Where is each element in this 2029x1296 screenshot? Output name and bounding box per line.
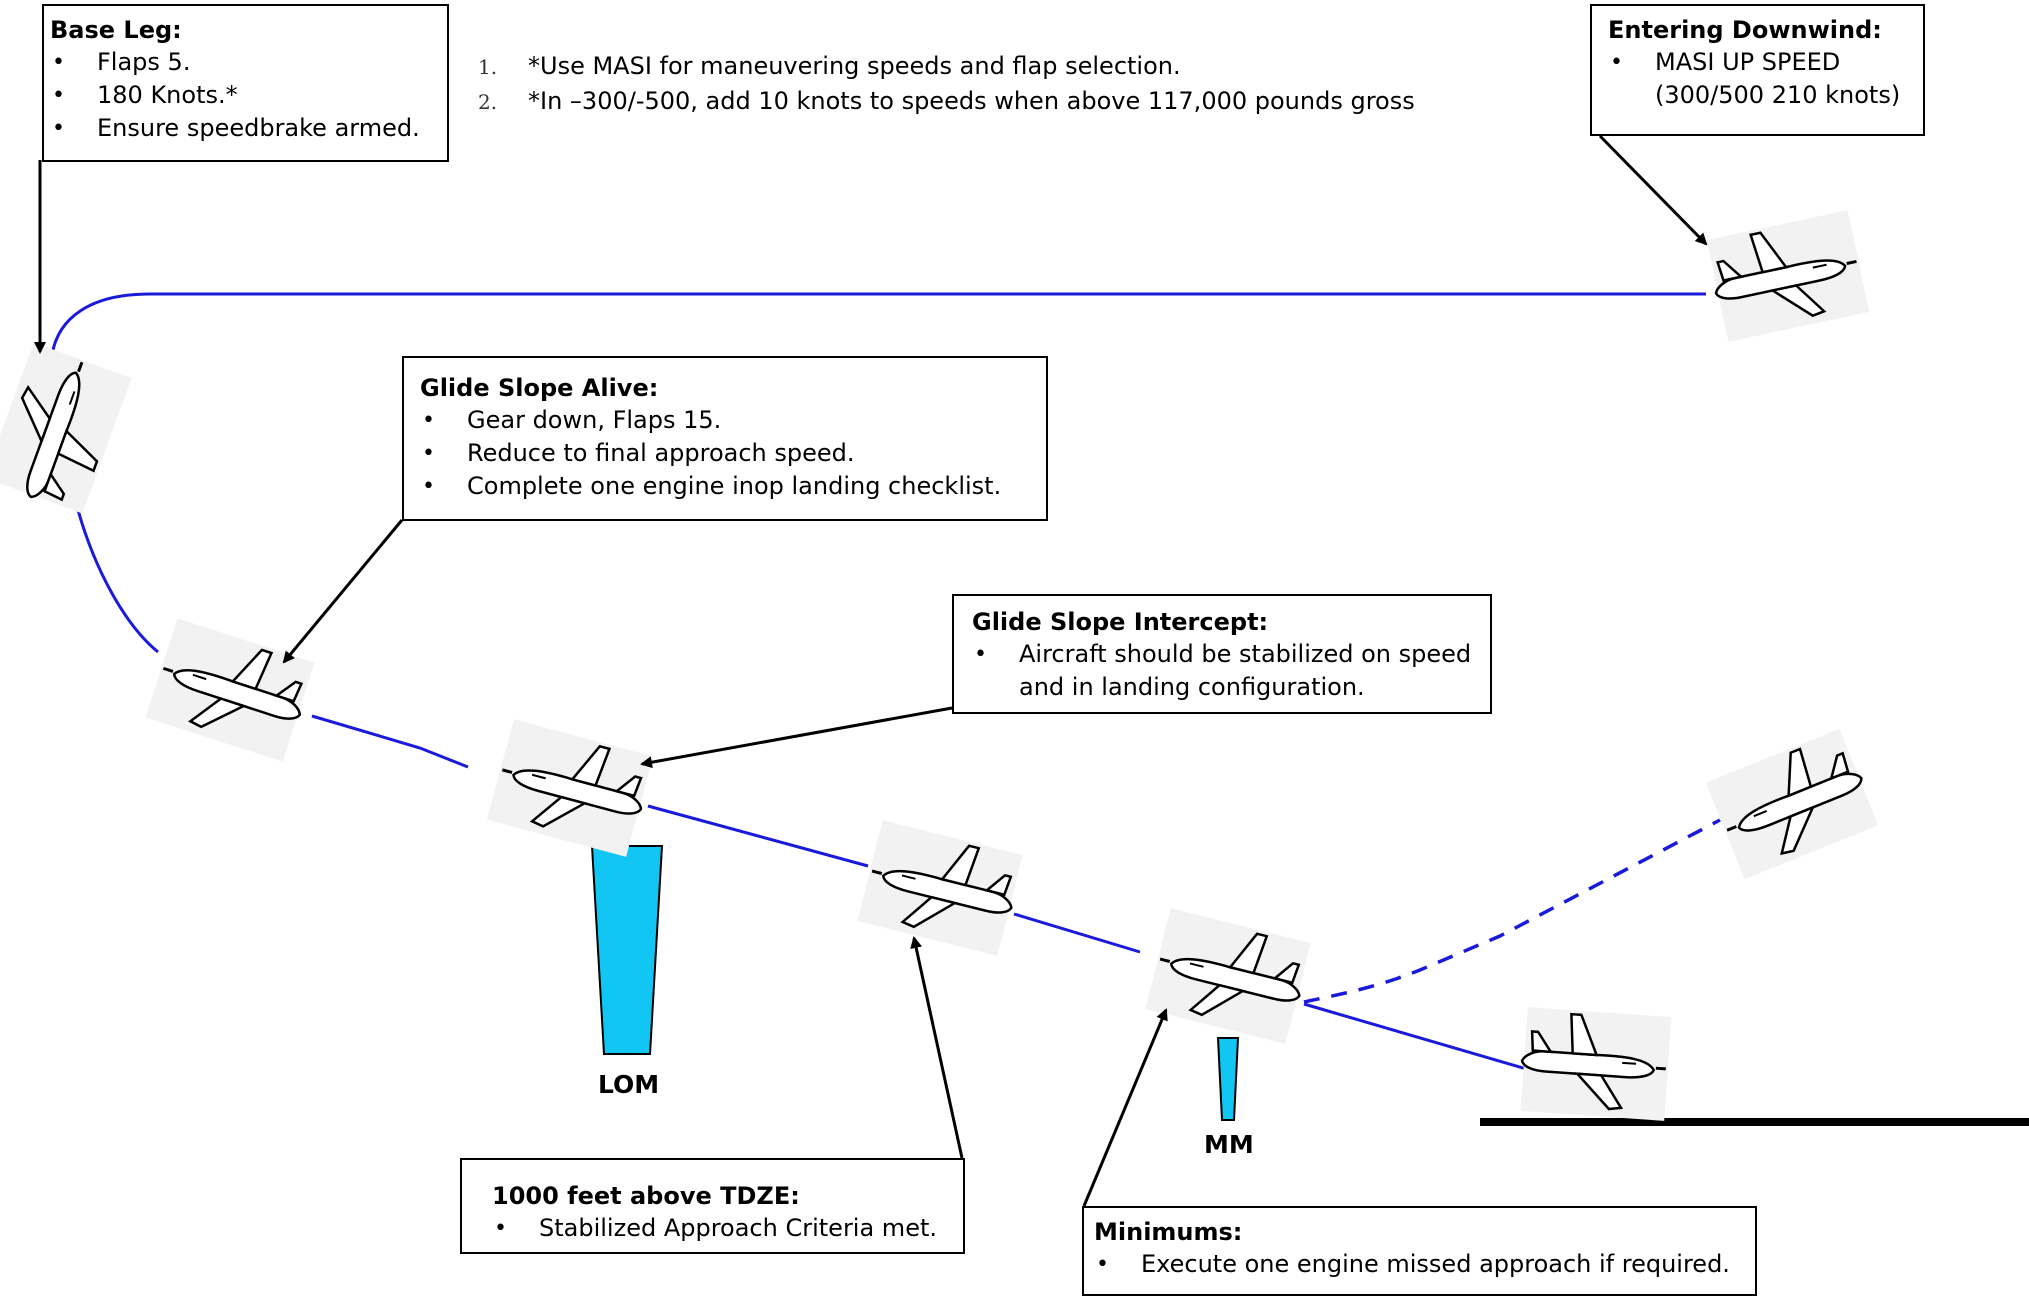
aircraft-downwind <box>1703 208 1871 344</box>
mm-marker <box>1216 1037 1240 1121</box>
aircraft-1000-feet <box>856 818 1026 958</box>
aircraft-glide-slope-intercept <box>485 717 657 859</box>
box-item: Aircraft should be stabilized on speed <box>972 638 1490 671</box>
box-item: Gear down, Flaps 15. <box>420 404 1046 437</box>
lom-marker <box>590 845 664 1055</box>
box-item: Reduce to final approach speed. <box>420 437 1046 470</box>
arrow-glide-slope-alive <box>282 519 404 664</box>
note-text: *In –300/-500, add 10 knots to speeds wh… <box>528 87 1415 115</box>
downwind-path <box>50 292 1706 356</box>
final-path-4 <box>1303 1002 1531 1072</box>
minimums-box: Minimums: Execute one engine missed appr… <box>1082 1206 1757 1296</box>
final-path-2 <box>647 804 869 868</box>
final-path-1 <box>311 714 469 769</box>
base-turn-path <box>76 509 159 654</box>
box-title: Glide Slope Intercept: <box>972 608 1269 636</box>
box-title: Minimums: <box>1094 1218 1243 1246</box>
base-leg-box: Base Leg: Flaps 5. 180 Knots.* Ensure sp… <box>42 4 449 162</box>
aircraft-glide-slope-alive <box>143 616 318 764</box>
arrow-entering-downwind <box>1598 134 1708 246</box>
box-item: Complete one engine inop landing checkli… <box>420 470 1046 503</box>
aircraft-landing <box>1517 1005 1673 1123</box>
box-item: Stabilized Approach Criteria met. <box>492 1212 963 1245</box>
box-item-continued: and in landing configuration. <box>1019 673 1365 701</box>
aircraft-minimums <box>1144 906 1314 1046</box>
notes-list: 1. *Use MASI for maneuvering speeds and f… <box>478 49 1415 119</box>
box-title: Entering Downwind: <box>1608 16 1882 44</box>
box-title: Base Leg: <box>50 16 182 44</box>
missed-approach-path <box>1303 818 1721 1004</box>
box-item: Ensure speedbrake armed. <box>50 112 447 145</box>
box-item-continued: (300/500 210 knots) <box>1655 81 1901 109</box>
glide-slope-intercept-box: Glide Slope Intercept: Aircraft should b… <box>952 594 1492 714</box>
arrow-minimums <box>1082 1008 1168 1207</box>
entering-downwind-box: Entering Downwind: MASI UP SPEED (300/50… <box>1590 4 1925 136</box>
box-item: Execute one engine missed approach if re… <box>1094 1248 1755 1281</box>
note-text: *Use MASI for maneuvering speeds and fla… <box>528 52 1181 80</box>
note-item: 2. *In –300/-500, add 10 knots to speeds … <box>478 84 1415 119</box>
arrow-1000-feet <box>910 936 964 1159</box>
aircraft-missed-approach <box>1704 726 1882 881</box>
thousand-feet-box: 1000 feet above TDZE: Stabilized Approac… <box>460 1158 965 1254</box>
aircraft-base <box>0 341 133 517</box>
box-item: Flaps 5. <box>50 46 447 79</box>
glide-slope-alive-box: Glide Slope Alive: Gear down, Flaps 15. … <box>402 356 1048 521</box>
box-item: 180 Knots.* <box>50 79 447 112</box>
box-title: Glide Slope Alive: <box>420 374 659 402</box>
note-item: 1. *Use MASI for maneuvering speeds and f… <box>478 49 1415 84</box>
mm-label: MM <box>1204 1130 1254 1159</box>
arrow-glide-slope-intercept <box>640 706 953 769</box>
lom-label: LOM <box>598 1070 660 1099</box>
final-path-3 <box>1013 912 1141 954</box>
box-title: 1000 feet above TDZE: <box>492 1182 800 1210</box>
note-number: 2. <box>478 90 498 114</box>
note-number: 1. <box>478 55 498 79</box>
box-item: MASI UP SPEED <box>1608 46 1923 79</box>
